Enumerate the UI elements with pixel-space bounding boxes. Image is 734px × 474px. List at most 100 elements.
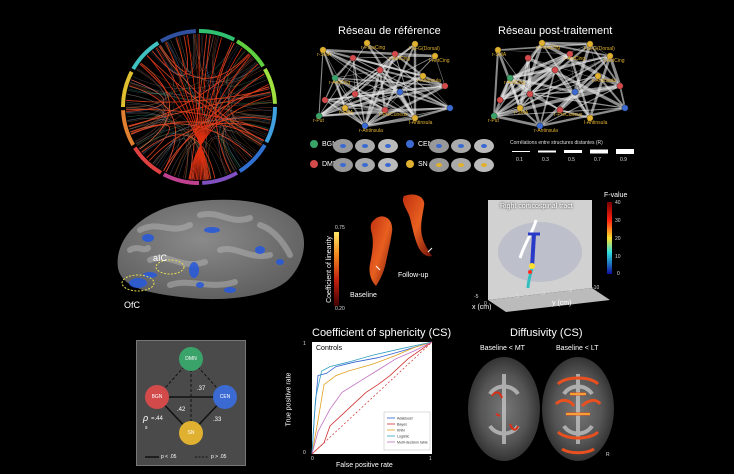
chord-link: [159, 45, 250, 79]
chord-link: [158, 45, 229, 174]
network-edge: [619, 85, 626, 109]
scale-value: 0.9: [620, 157, 627, 163]
network-node-label: r-Put: [313, 118, 324, 124]
scale-bars: [512, 149, 634, 154]
ofc-label: OfC: [124, 300, 141, 310]
network-edge: [528, 93, 542, 127]
network-edge: [529, 55, 611, 95]
edge-value: .37: [197, 386, 206, 392]
diffusivity-corner-label: R: [606, 452, 610, 458]
network-node: [556, 106, 564, 114]
network-edge: [493, 53, 571, 117]
network-edge: [334, 57, 354, 79]
triad-node-cen: CEN: [213, 385, 237, 409]
fvalue-label: F-value: [604, 192, 628, 199]
chord-link-highlight: [191, 73, 265, 180]
triad-node-dmn: DMN: [179, 347, 203, 371]
network-edge: [318, 49, 324, 117]
network-edge: [554, 55, 611, 71]
chord-link: [194, 34, 267, 135]
scale-value: 0.1: [516, 157, 523, 163]
roc-ylabel: True positive rate: [285, 372, 293, 427]
network-edge: [318, 69, 381, 117]
legend-sn-label: SN: [418, 160, 428, 168]
legend-cen: CEN: [406, 140, 433, 148]
network-edge: [509, 76, 576, 94]
network-edge: [318, 53, 396, 117]
colorbar-bottom: 0.20: [335, 306, 345, 312]
colorbar-label: Coefficient of linearity: [325, 236, 333, 303]
network-edge: [422, 74, 446, 88]
triad-node-label: SN: [187, 430, 195, 436]
network-node: [331, 74, 339, 82]
network-node: [506, 74, 514, 82]
chord-segment: [198, 29, 236, 42]
network-edge: [541, 42, 611, 57]
network-node-label: r-Antinsula: [534, 128, 558, 134]
cen-dot-icon: [406, 140, 414, 148]
network-node: [411, 40, 419, 48]
correlation-scale: Corrélations entre structures distantes …: [510, 140, 640, 170]
tract-linearity-image: [334, 194, 433, 306]
chord-link: [207, 34, 241, 168]
network-edge: [414, 107, 451, 119]
edge-value: .33: [213, 417, 222, 423]
diffusivity-label-left: Baseline < MT: [480, 345, 525, 352]
network-edge: [529, 91, 576, 95]
network-edge: [608, 55, 622, 87]
network-edge: [322, 49, 401, 93]
chord-link: [146, 55, 262, 146]
network-node: [391, 50, 399, 58]
chord-link: [132, 61, 257, 90]
network-edge: [589, 43, 621, 87]
chord-segment: [121, 110, 135, 146]
network-edge: [324, 98, 386, 112]
chord-segment: [131, 41, 160, 71]
legend-brain-thumbnails-right: [429, 139, 494, 172]
network-node: [490, 112, 498, 120]
network-node-label: l-Antinsula: [409, 120, 433, 126]
edge-value: .42: [177, 407, 186, 413]
chord-link: [127, 94, 222, 177]
network-edge: [509, 69, 556, 79]
tract-linearity-panel: 0.75 0.20 Coefficient of linearity Basel…: [322, 190, 452, 312]
chord-link-highlight: [194, 55, 251, 180]
legend-solid-label: p < .05: [161, 454, 177, 460]
network-edge: [498, 42, 544, 101]
chord-link: [139, 63, 271, 121]
network-edge: [324, 85, 446, 101]
network-edge: [364, 109, 386, 127]
network-node-label: l-AntCing: [429, 58, 450, 64]
fvalue-tick: 0: [617, 271, 620, 277]
triad-node-label: CEN: [219, 394, 231, 400]
bgn-dot-icon: [310, 140, 318, 148]
network-edge: [366, 42, 451, 109]
network-edge: [493, 114, 541, 128]
network-edge: [539, 69, 556, 127]
roc-series-line: [311, 341, 433, 455]
axis-x-label: x (cm): [472, 304, 492, 311]
chord-link: [195, 34, 249, 161]
network-edge: [364, 116, 416, 128]
network-edge: [539, 85, 621, 127]
roc-legend-label: AdaBoost: [397, 417, 413, 421]
network-ref-graph: [315, 39, 454, 130]
diffusivity-brains: [468, 357, 614, 461]
legend-dmn-label: DMN: [322, 160, 338, 168]
rho-subscript: s: [145, 425, 148, 431]
fvalue-tick: 40: [615, 200, 621, 206]
network-node: [396, 88, 404, 96]
chord-link: [228, 64, 259, 152]
network-node: [411, 114, 419, 122]
network-edge: [498, 77, 512, 101]
diffusivity-title: Diffusivity (CS): [510, 327, 583, 339]
network-edge: [529, 93, 626, 109]
triad-network-panel: DMN BGN CEN SN .37 .42 .33 ρ =.44 s p < …: [136, 340, 246, 466]
roc-series-line: [311, 341, 433, 455]
network-node: [315, 112, 323, 120]
network-node-label: r-AntCing: [329, 80, 351, 86]
network-node: [419, 72, 427, 80]
